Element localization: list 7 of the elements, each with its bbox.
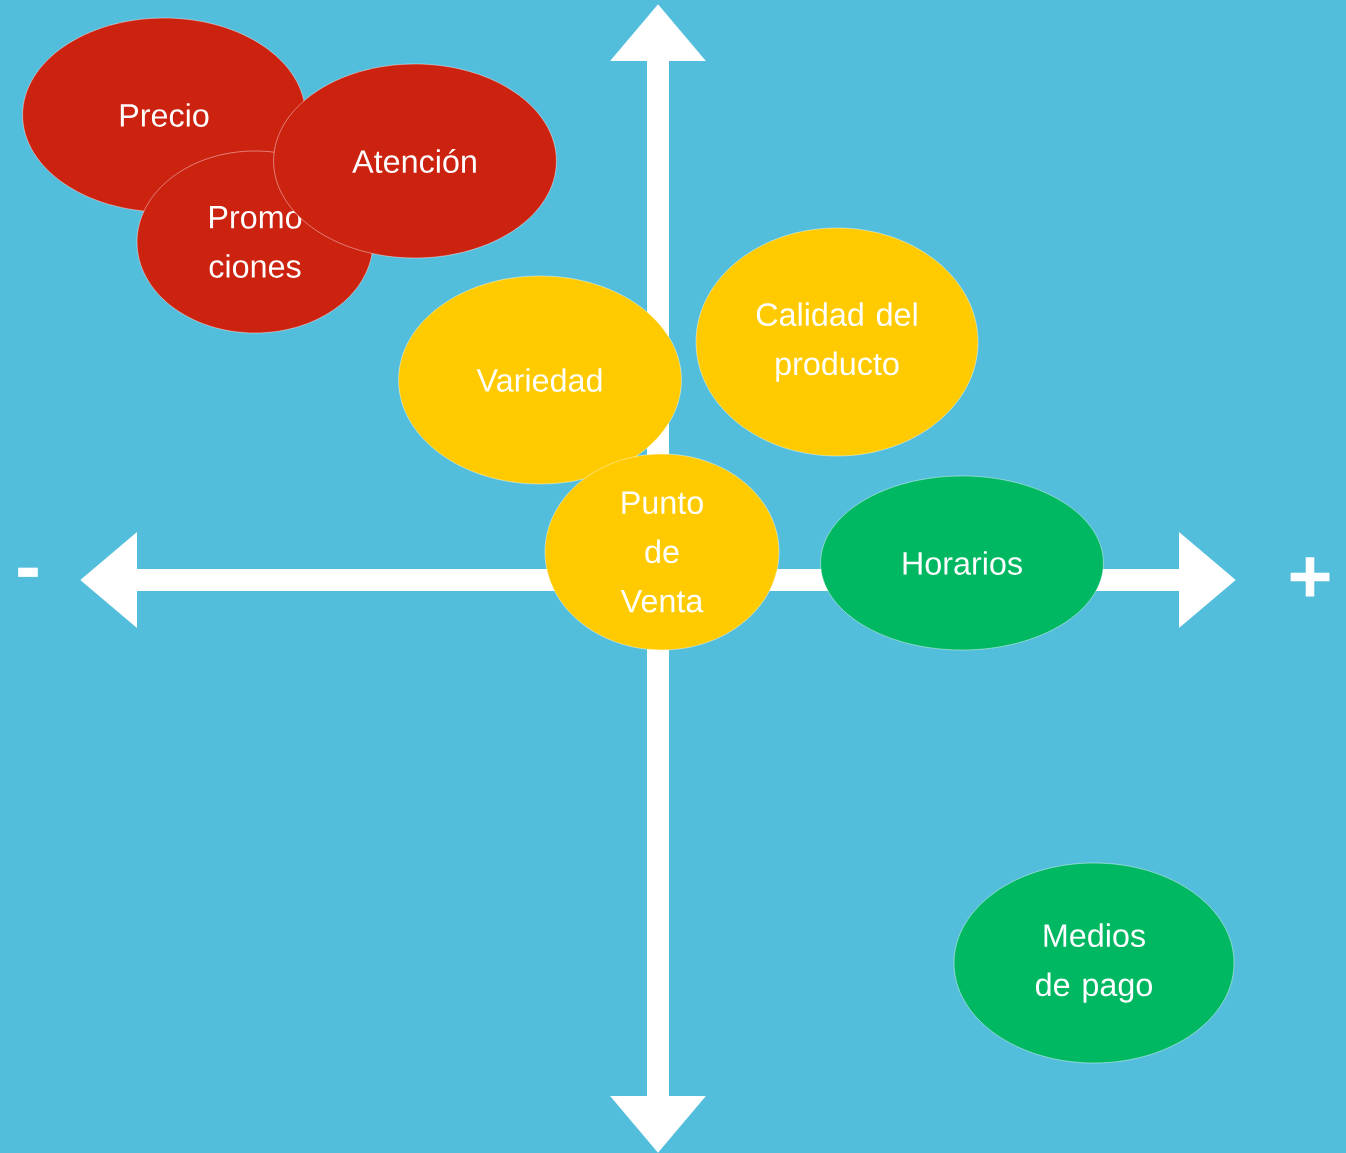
ellipse-node: Medios de pago bbox=[953, 862, 1235, 1064]
axis-label: + bbox=[1290, 557, 1330, 597]
ellipse-node: Punto de Venta bbox=[544, 453, 780, 651]
ellipse-node: Horarios bbox=[820, 475, 1104, 651]
ellipse-node: Calidad del producto bbox=[695, 227, 979, 457]
axis-label: - bbox=[18, 567, 38, 577]
ellipse-node: Variedad bbox=[398, 275, 682, 485]
